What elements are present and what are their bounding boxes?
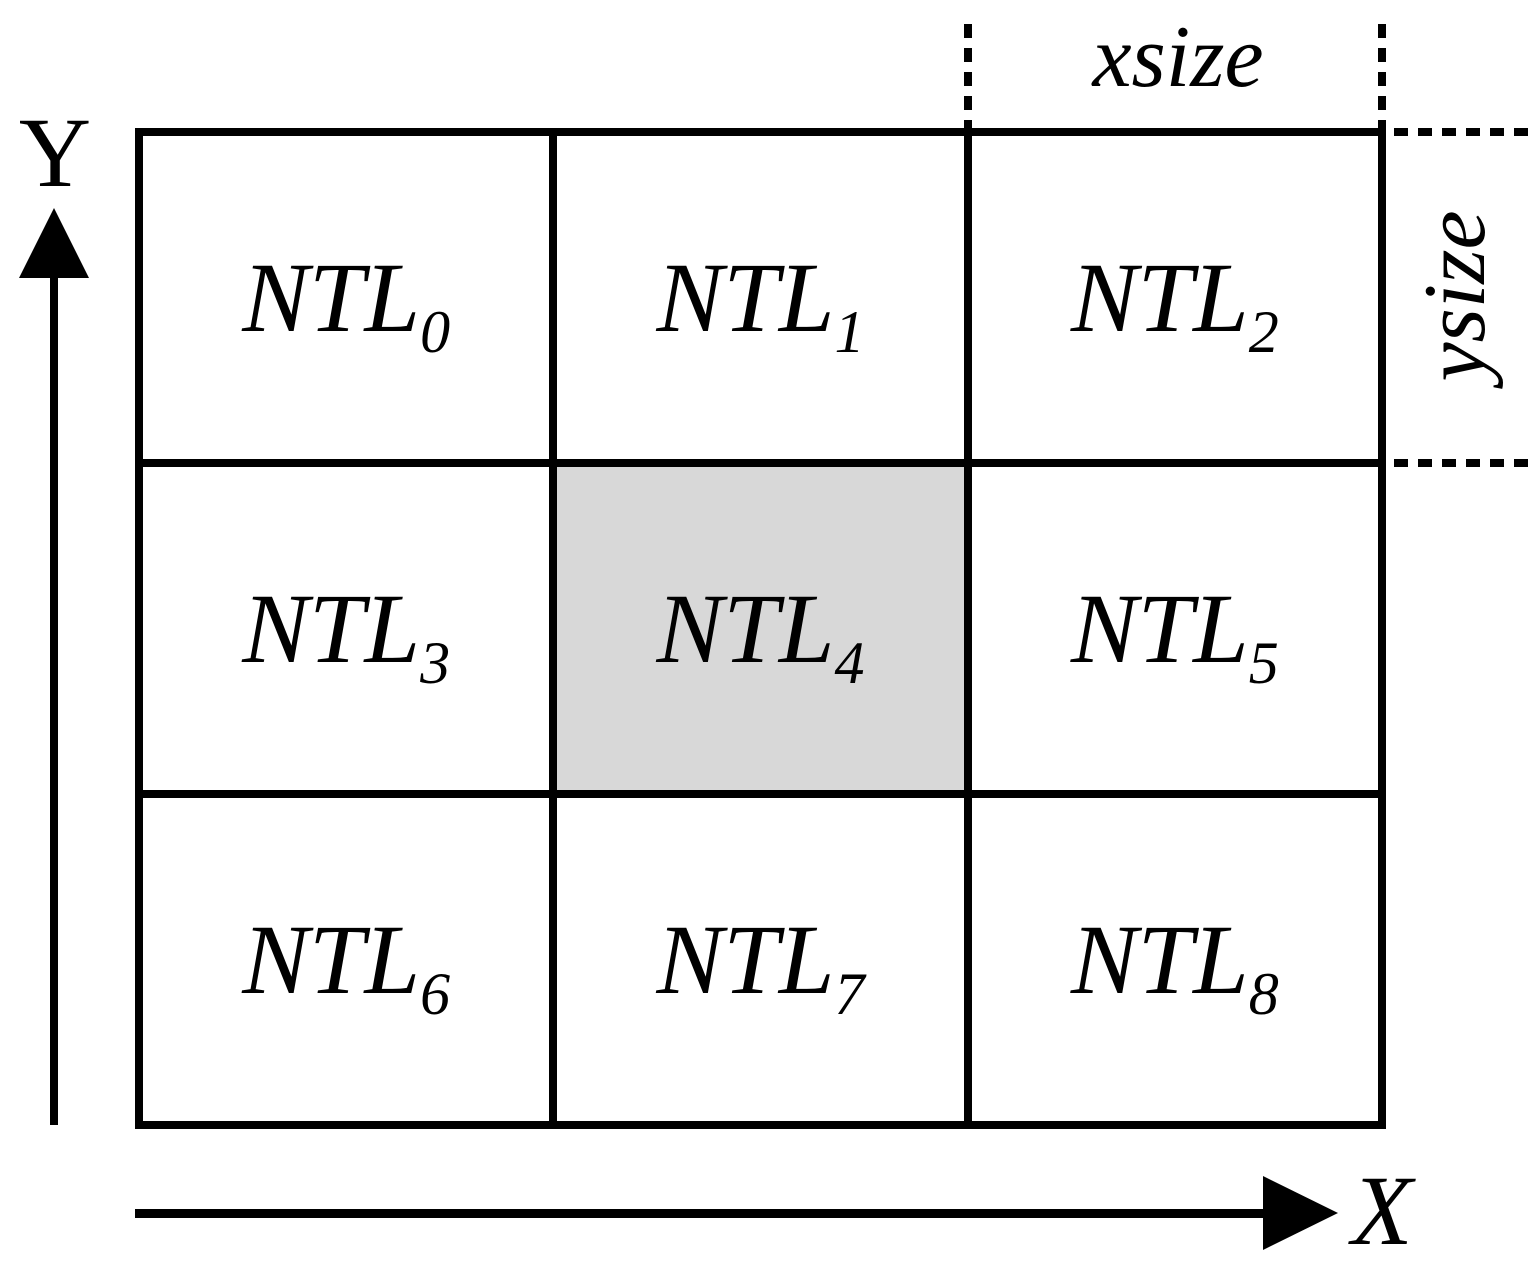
cell-label: NTL4 bbox=[656, 572, 865, 696]
cell-label: NTL0 bbox=[242, 241, 451, 365]
xsize-label: xsize bbox=[1092, 9, 1264, 106]
cell-label: NTL8 bbox=[1070, 903, 1279, 1027]
grid-cell-ntl3: NTL3 bbox=[143, 467, 550, 790]
grid-cell-ntl8: NTL8 bbox=[971, 798, 1378, 1121]
ysize-top-dashed-line bbox=[1394, 128, 1531, 136]
y-axis-label: Y bbox=[18, 97, 92, 208]
cell-label: NTL5 bbox=[1070, 572, 1279, 696]
cell-label: NTL3 bbox=[242, 572, 451, 696]
cell-label: NTL7 bbox=[656, 903, 865, 1027]
grid-cell-ntl7: NTL7 bbox=[557, 798, 964, 1121]
ysize-bottom-dashed-line bbox=[1394, 459, 1531, 467]
grid-cell-ntl4-center: NTL4 bbox=[557, 467, 964, 790]
grid-cell-ntl0: NTL0 bbox=[143, 136, 550, 459]
x-axis-arrowhead-icon bbox=[1263, 1176, 1338, 1250]
ysize-label: ysize bbox=[1407, 210, 1504, 382]
cell-label: NTL2 bbox=[1070, 241, 1279, 365]
grid-cell-ntl2: NTL2 bbox=[971, 136, 1378, 459]
cell-label: NTL6 bbox=[242, 903, 451, 1027]
y-axis-line bbox=[50, 272, 58, 1125]
x-axis-label: X bbox=[1351, 1155, 1413, 1266]
tile-grid: NTL0 NTL1 NTL2 NTL3 NTL4 NTL5 NTL6 NTL7 … bbox=[135, 128, 1386, 1129]
grid-cell-ntl1: NTL1 bbox=[557, 136, 964, 459]
grid-cell-ntl6: NTL6 bbox=[143, 798, 550, 1121]
x-axis-line bbox=[135, 1209, 1263, 1218]
xsize-right-dashed-line bbox=[1378, 24, 1386, 128]
grid-cell-ntl5: NTL5 bbox=[971, 467, 1378, 790]
xsize-left-dashed-line bbox=[964, 24, 972, 128]
y-axis-arrowhead-icon bbox=[19, 208, 89, 278]
cell-label: NTL1 bbox=[656, 241, 865, 365]
